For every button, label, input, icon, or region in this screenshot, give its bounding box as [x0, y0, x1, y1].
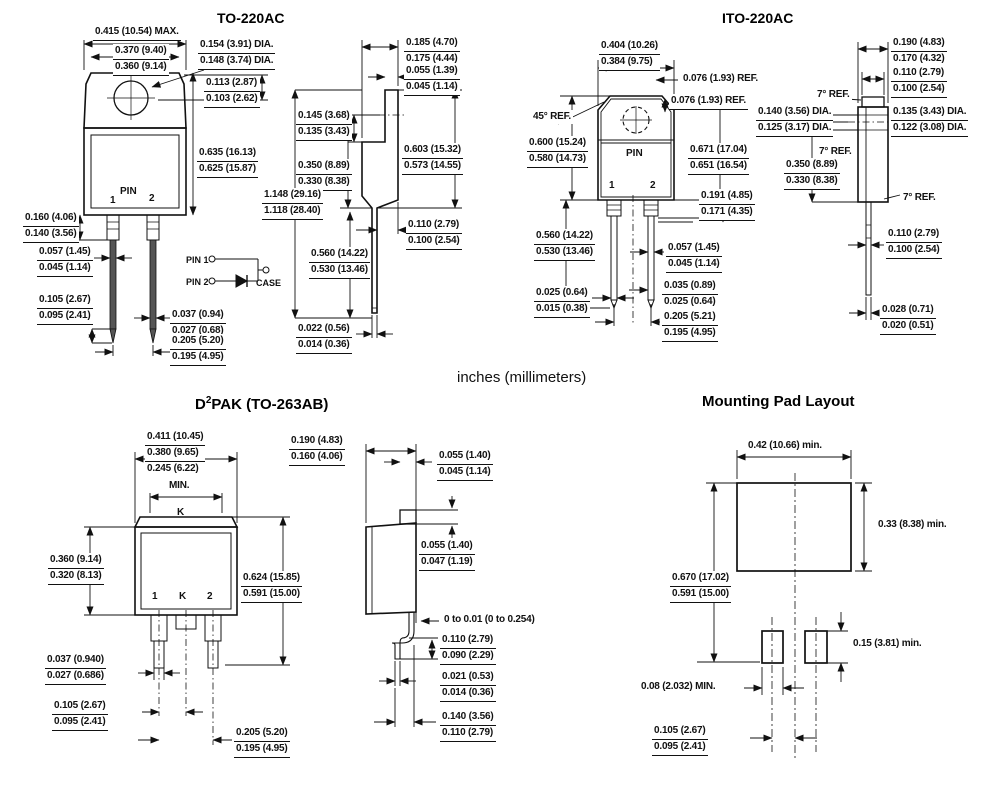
pin2-number: 2 [650, 180, 656, 191]
dim-to220s-tab-exposed: 0.145 (3.68)0.135 (3.43) [296, 109, 352, 141]
dim-to220-hole-dia: 0.154 (3.91) DIA.0.148 (3.74) DIA. [198, 38, 276, 70]
dim-ito-lead-length: 0.560 (14.22)0.530 (13.46) [534, 229, 595, 261]
dim-itos-lead-width: 0.110 (2.79)0.100 (2.54) [886, 227, 942, 259]
dim-d2paks-lead-thickness: 0.021 (0.53)0.014 (0.36) [440, 670, 496, 702]
dim-to220-shoulder: 0.160 (4.06)0.140 (3.56) [23, 211, 79, 243]
dim-d2paks-foot-length: 0.140 (3.56)0.110 (2.79) [440, 710, 496, 742]
pin1-number: 1 [609, 180, 615, 191]
pin1-number: 1 [110, 195, 116, 206]
pin2-number: 2 [207, 591, 213, 602]
dim-d2pak-tab-width-min: MIN. [167, 479, 192, 493]
cathode-tab-label: K [177, 507, 185, 518]
dim-d2paks-body-thickness: 0.055 (1.40)0.047 (1.19) [419, 539, 475, 571]
dim-d2paks-foot-height: 0.110 (2.79)0.090 (2.29) [440, 633, 496, 665]
dim-to220-lead-spacing: 0.205 (5.20)0.195 (4.95) [170, 334, 226, 366]
dim-pad-pin-offset: 0.105 (2.67)0.095 (2.41) [652, 724, 708, 756]
pin-label: PIN [626, 148, 643, 159]
dim-d2paks-depth: 0.190 (4.83)0.160 (4.06) [289, 434, 345, 466]
dim-d2pak-lead-width: 0.037 (0.940)0.027 (0.686) [45, 653, 106, 685]
diode-schematic [208, 255, 270, 288]
dim-ito-ref2: 0.076 (1.93) REF. [669, 94, 748, 110]
schematic-pin1-label: PIN 1 [186, 255, 209, 265]
dim-pad-pin-pad-height: 0.15 (3.81) min. [851, 637, 924, 651]
pin-label: PIN [120, 186, 137, 197]
schematic-pin2-label: PIN 2 [186, 277, 209, 287]
dim-itos-hole-dia-right: 0.135 (3.43) DIA.0.122 (3.08) DIA. [891, 105, 969, 137]
dim-ito-overall-height: 0.671 (17.04)0.651 (16.54) [688, 143, 749, 175]
dim-ito-ref1: 0.076 (1.93) REF. [681, 72, 760, 86]
dim-to220s-pkg-height: 0.603 (15.32)0.573 (14.55) [402, 143, 463, 175]
dim-to220-lead-width: 0.057 (1.45)0.045 (1.14) [37, 245, 93, 277]
dim-ito-tip2: 0.035 (0.89)0.025 (0.64) [662, 279, 718, 311]
to220ac-front-drawing [76, 40, 268, 356]
dim-to220s-lead-length: 0.560 (14.22)0.530 (13.46) [309, 247, 370, 279]
dim-to220s-depth: 0.185 (4.70)0.175 (4.44) [404, 36, 460, 68]
dim-itos-7ref-3: 7° REF. [901, 191, 938, 205]
dim-to220s-overall-height: 1.148 (29.16)1.118 (28.40) [262, 188, 323, 220]
title-d2pak: D2PAK (TO-263AB) [195, 395, 329, 413]
dim-itos-tip: 0.028 (0.71)0.020 (0.51) [880, 303, 936, 335]
dim-to220-hole-offset: 0.113 (2.87)0.103 (2.62) [204, 76, 260, 108]
pin1-number: 1 [152, 591, 158, 602]
dim-d2paks-tab-thickness: 0.055 (1.40)0.045 (1.14) [437, 449, 493, 481]
dim-itos-body-height: 0.350 (8.89)0.330 (8.38) [784, 158, 840, 190]
dim-to220-tip-length: 0.105 (2.67)0.095 (2.41) [37, 293, 93, 325]
dim-d2pak-overall-height: 0.624 (15.85)0.591 (15.00) [241, 571, 302, 603]
dim-to220-tab-width: 0.370 (9.40)0.360 (9.14) [113, 44, 169, 76]
dim-d2pak-width: 0.411 (10.45)0.380 (9.65) [145, 430, 206, 462]
dim-to220-body-height: 0.635 (16.13)0.625 (15.87) [197, 146, 258, 178]
dim-itos-depth: 0.190 (4.83)0.170 (4.32) [891, 36, 947, 68]
dim-ito-height: 0.600 (15.24)0.580 (14.73) [527, 136, 588, 168]
dim-pad-overall-height: 0.670 (17.02)0.591 (15.00) [670, 571, 731, 603]
dim-to220s-body-height: 0.350 (8.89)0.330 (8.38) [296, 159, 352, 191]
dim-ito-width: 0.404 (10.26)0.384 (9.75) [599, 39, 660, 71]
dim-ito-lead-width: 0.057 (1.45)0.045 (1.14) [666, 241, 722, 273]
dim-pad-gap-min: 0.08 (2.032) MIN. [639, 680, 718, 694]
dim-ito-tip1: 0.025 (0.64)0.015 (0.38) [534, 286, 590, 318]
dim-itos-hole-dia-left: 0.140 (3.56) DIA.0.125 (3.17) DIA. [756, 105, 834, 137]
units-note: inches (millimeters) [457, 369, 587, 386]
title-to220ac: TO-220AC [217, 10, 285, 26]
dim-to220-max-width: 0.415 (10.54) MAX. [93, 25, 181, 41]
pink-number: K [179, 591, 187, 602]
dim-itos-tab-depth: 0.110 (2.79)0.100 (2.54) [891, 66, 947, 98]
title-ito220ac: ITO-220AC [722, 10, 794, 26]
dim-itos-7ref-2: 7° REF. [817, 145, 854, 159]
dim-to220s-lead-thickness: 0.022 (0.56)0.014 (0.36) [296, 322, 352, 354]
dim-d2pak-body-height: 0.360 (9.14)0.320 (8.13) [48, 553, 104, 585]
schematic-case-label: CASE [256, 278, 282, 288]
mounting-pad-drawing [697, 450, 872, 758]
pin2-number: 2 [149, 193, 155, 204]
dim-d2pak-lead-spacing: 0.205 (5.20)0.195 (4.95) [234, 726, 290, 758]
d2pak-side-drawing [365, 444, 458, 727]
dim-to220s-tab-thickness: 0.055 (1.39)0.045 (1.14) [404, 64, 460, 96]
dim-d2pak-tab-width: 0.245 (6.22) [145, 462, 201, 476]
dim-pad-height: 0.33 (8.38) min. [876, 518, 949, 532]
dim-d2paks-standoff: 0 to 0.01 (0 to 0.254) [442, 613, 537, 627]
dim-ito-lead-spacing: 0.205 (5.21)0.195 (4.95) [662, 310, 718, 342]
dim-ito-shoulder: 0.191 (4.85)0.171 (4.35) [699, 189, 755, 221]
d2pak-front-drawing [84, 452, 290, 745]
dim-itos-7ref-1: 7° REF. [815, 88, 852, 102]
dim-to220s-lead-offset: 0.110 (2.79)0.100 (2.54) [406, 218, 462, 250]
dim-pad-width: 0.42 (10.66) min. [746, 439, 824, 453]
dim-d2pak-lead-offset: 0.105 (2.67)0.095 (2.41) [52, 699, 108, 731]
dim-ito-45ref: 45° REF. [531, 110, 573, 124]
title-mounting-pad: Mounting Pad Layout [702, 393, 855, 410]
